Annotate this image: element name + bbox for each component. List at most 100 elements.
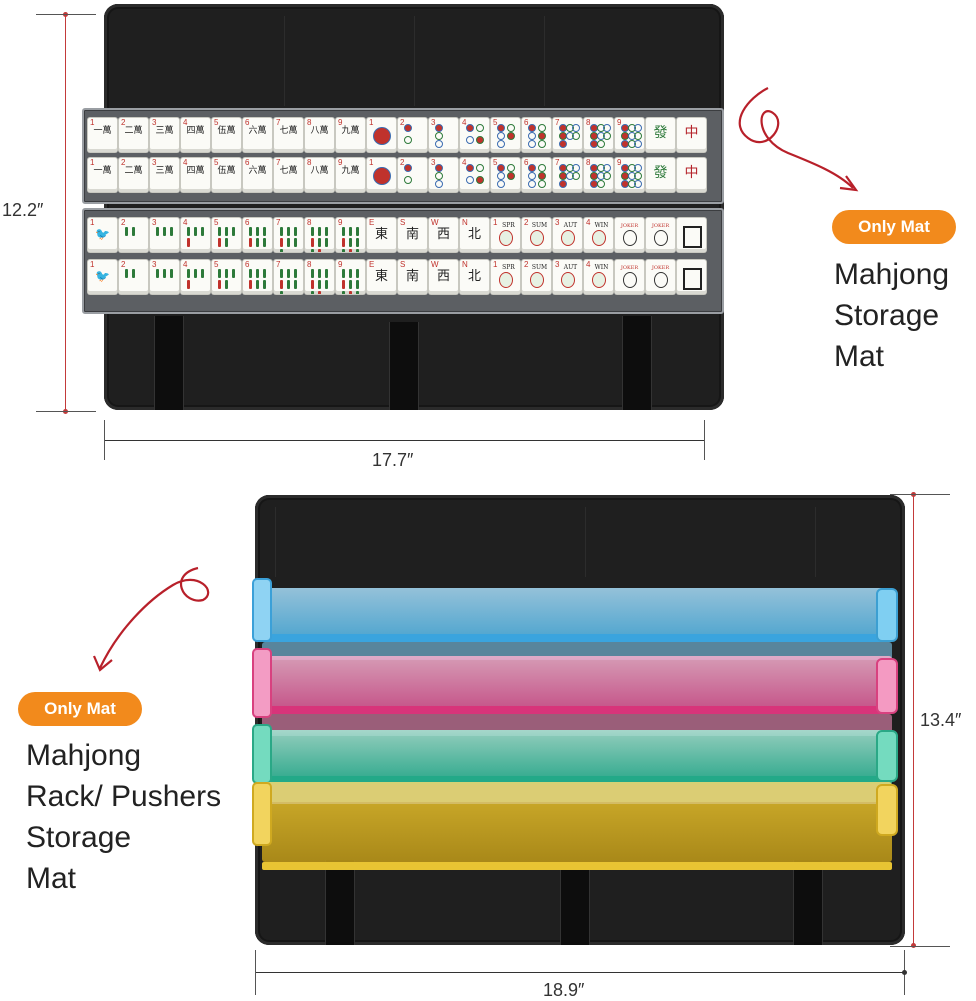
tile-bamboo <box>249 238 252 247</box>
tile-dot <box>466 176 474 184</box>
tile-index: 1 <box>90 260 95 269</box>
tile-dot <box>596 140 605 148</box>
mat-seam <box>275 507 276 577</box>
tile-dot <box>435 164 443 172</box>
tile-index: 3 <box>431 118 436 127</box>
mahjong-tile: 5 <box>491 118 520 152</box>
tile-dot <box>373 167 391 185</box>
mat-strap <box>389 322 419 410</box>
tile-bamboo <box>256 227 259 236</box>
dimension-tick <box>704 420 705 460</box>
tile-index: 6 <box>245 218 250 227</box>
tile-index: 4 <box>462 118 467 127</box>
bottom-caption-line-4: Mat <box>26 862 77 895</box>
bird-icon: 🐦 <box>95 269 110 283</box>
flower-icon <box>530 230 544 246</box>
tile-dot <box>404 124 412 132</box>
flower-icon <box>592 272 606 288</box>
height-dimension-line <box>65 14 66 412</box>
mahjong-tile: 4 <box>460 118 489 152</box>
dimension-tick <box>890 946 950 947</box>
tile-glyph: SUM <box>531 264 548 271</box>
tile-dot <box>497 180 505 188</box>
tile-glyph: SUM <box>531 222 548 229</box>
tile-index: 1 <box>90 158 95 167</box>
tile-bamboo <box>318 280 321 289</box>
mat-strap <box>793 860 823 945</box>
tile-bamboo <box>263 238 266 247</box>
tile-bamboo <box>225 280 228 289</box>
tile-dot <box>603 132 612 140</box>
flower-icon <box>654 272 668 288</box>
mat-strap <box>560 865 590 945</box>
tile-dot <box>497 172 505 180</box>
tile-dot <box>559 180 567 188</box>
tile-index: E <box>369 260 375 269</box>
tile-bamboo <box>318 291 321 294</box>
mahjong-tile: 6 <box>243 218 272 252</box>
tile-dot <box>528 132 536 140</box>
height-dimension-line <box>913 494 914 946</box>
tile-bamboo <box>218 280 221 289</box>
tile-index: 9 <box>617 158 622 167</box>
tile-index: 4 <box>586 218 591 227</box>
tile-index: 3 <box>152 158 157 167</box>
tile-glyph: 中 <box>684 125 699 141</box>
tile-bamboo <box>218 227 221 236</box>
mat-seam <box>815 507 816 577</box>
flower-icon <box>530 272 544 288</box>
tile-glyph: JOKER <box>620 223 639 229</box>
tile-index: 1 <box>369 118 374 127</box>
tile-bamboo <box>311 227 314 236</box>
tile-glyph: 發 <box>653 125 668 141</box>
tile-bamboo <box>325 227 328 236</box>
tile-bamboo <box>249 269 252 278</box>
tile-bamboo <box>349 249 352 252</box>
tile-glyph: 東 <box>374 227 388 242</box>
tile-index: 2 <box>524 218 529 227</box>
mahjong-tile: 3 <box>429 118 458 152</box>
tile-dot <box>634 180 643 188</box>
tile-bamboo <box>163 227 166 236</box>
tile-bamboo <box>342 269 345 278</box>
tile-glyph: JOKER <box>620 265 639 271</box>
mahjong-tile: 6 <box>522 118 551 152</box>
tile-glyph: 六萬 <box>248 126 267 136</box>
mahjong-tile: 5 <box>212 218 241 252</box>
tile-dot <box>435 140 443 148</box>
tile-glyph: WIN <box>594 222 609 229</box>
tile-glyph: 四萬 <box>186 126 205 136</box>
tile-index: 2 <box>121 260 126 269</box>
tile-bamboo <box>342 280 345 289</box>
tile-dot <box>603 164 612 172</box>
tile-index: 7 <box>555 118 560 127</box>
tile-glyph: 六萬 <box>248 166 267 176</box>
tile-dot <box>528 140 536 148</box>
tile-index: 3 <box>152 218 157 227</box>
tile-index: N <box>462 260 468 269</box>
tile-index: 7 <box>555 158 560 167</box>
mahjong-tile: 發 <box>646 158 675 192</box>
tile-bamboo <box>287 269 290 278</box>
tile-glyph: 西 <box>436 269 450 284</box>
tile-glyph: JOKER <box>651 265 670 271</box>
mat-seam <box>284 16 285 106</box>
tile-index: 1 <box>90 118 95 127</box>
tile-index: S <box>400 260 406 269</box>
bottom-caption-line-1: Mahjong <box>26 739 142 772</box>
tile-bamboo <box>294 269 297 278</box>
tile-dot <box>497 124 505 132</box>
tile-glyph: 三萬 <box>155 126 174 136</box>
top-caption-line-2: Storage <box>834 299 940 332</box>
tile-glyph: SPR <box>502 264 515 271</box>
only-mat-badge: Only Mat <box>18 692 142 726</box>
tile-bamboo <box>225 269 228 278</box>
tile-bamboo <box>294 280 297 289</box>
tile-dot <box>497 140 505 148</box>
curly-arrow-icon <box>92 566 210 672</box>
